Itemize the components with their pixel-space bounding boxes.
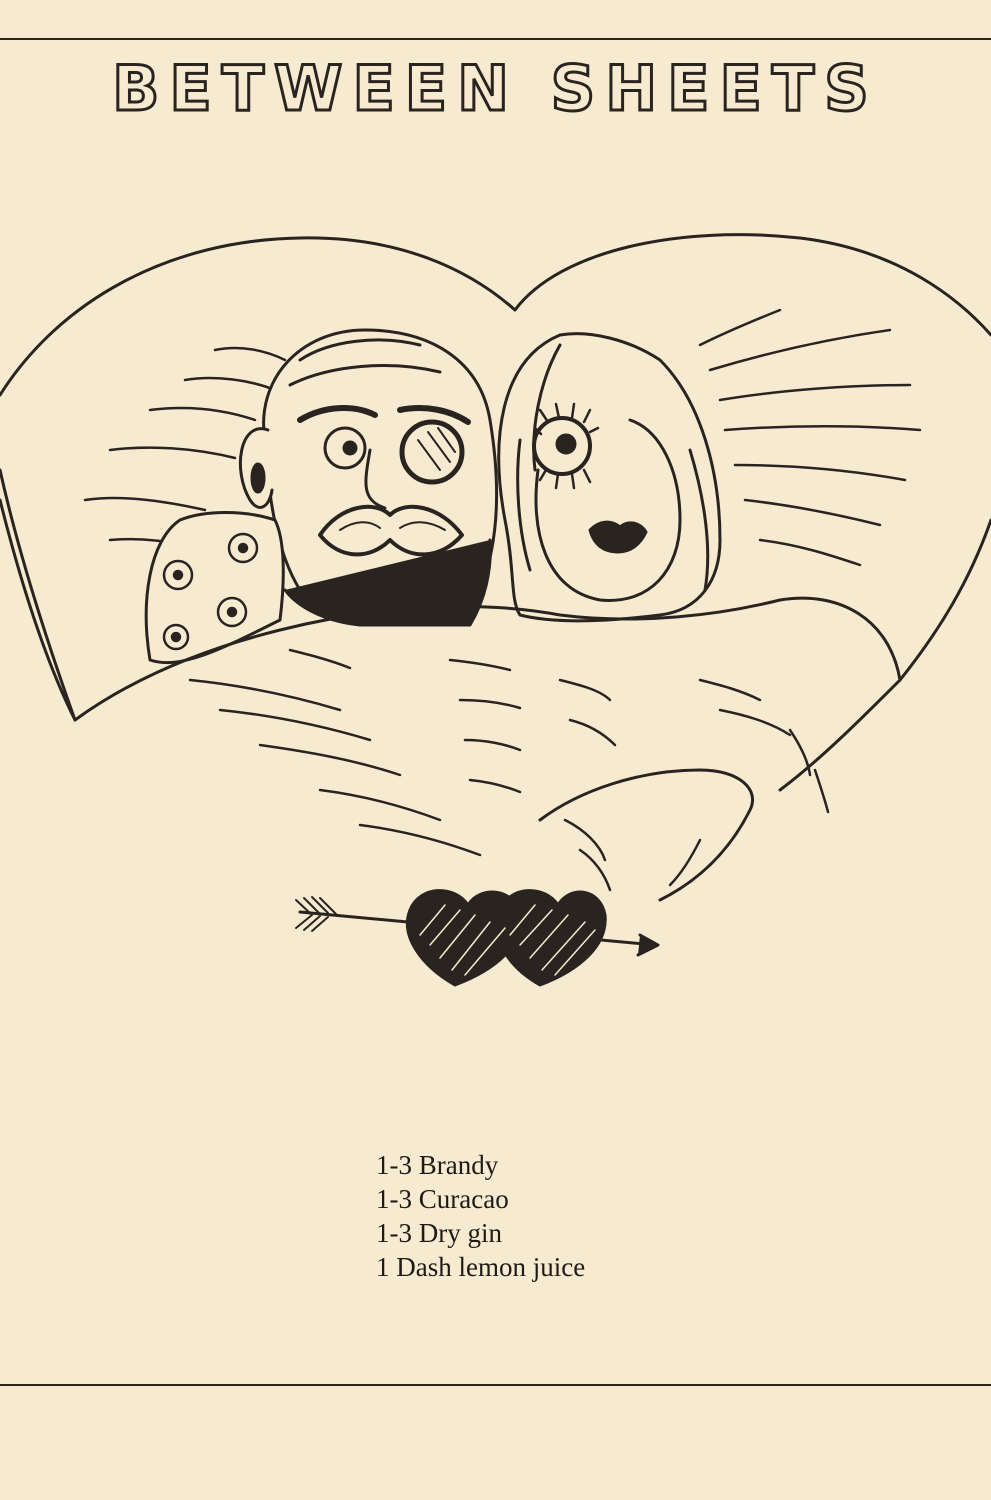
flower-pattern <box>162 532 259 651</box>
man-head <box>238 328 499 627</box>
top-rule <box>0 38 991 40</box>
ingredient-line: 1-3 Curacao <box>376 1184 509 1214</box>
ingredient-line: 1-3 Brandy <box>376 1150 499 1180</box>
bottom-rule <box>0 1384 991 1386</box>
hearts-with-arrow <box>295 889 660 987</box>
woman-head <box>497 332 722 623</box>
pillow-lines-left <box>83 346 287 547</box>
blanket <box>73 596 902 902</box>
pillow-outline <box>0 233 991 397</box>
blanket-fold-lines <box>188 648 830 892</box>
pillow-left-edge <box>0 468 77 722</box>
pillow-right-edge <box>898 518 991 682</box>
bed-couple-illustration <box>0 233 991 987</box>
pillow-lines-right <box>698 308 922 567</box>
man-pajamas <box>144 511 285 665</box>
page-title: BETWEEN SHEETS <box>111 51 879 127</box>
ingredient-line: 1-3 Dry gin <box>376 1218 502 1248</box>
ingredient-line: 1 Dash lemon juice <box>376 1252 586 1282</box>
heart-right <box>495 889 607 987</box>
ingredients-list: 1-3 Brandy 1-3 Curacao 1-3 Dry gin 1 Das… <box>376 1148 585 1284</box>
